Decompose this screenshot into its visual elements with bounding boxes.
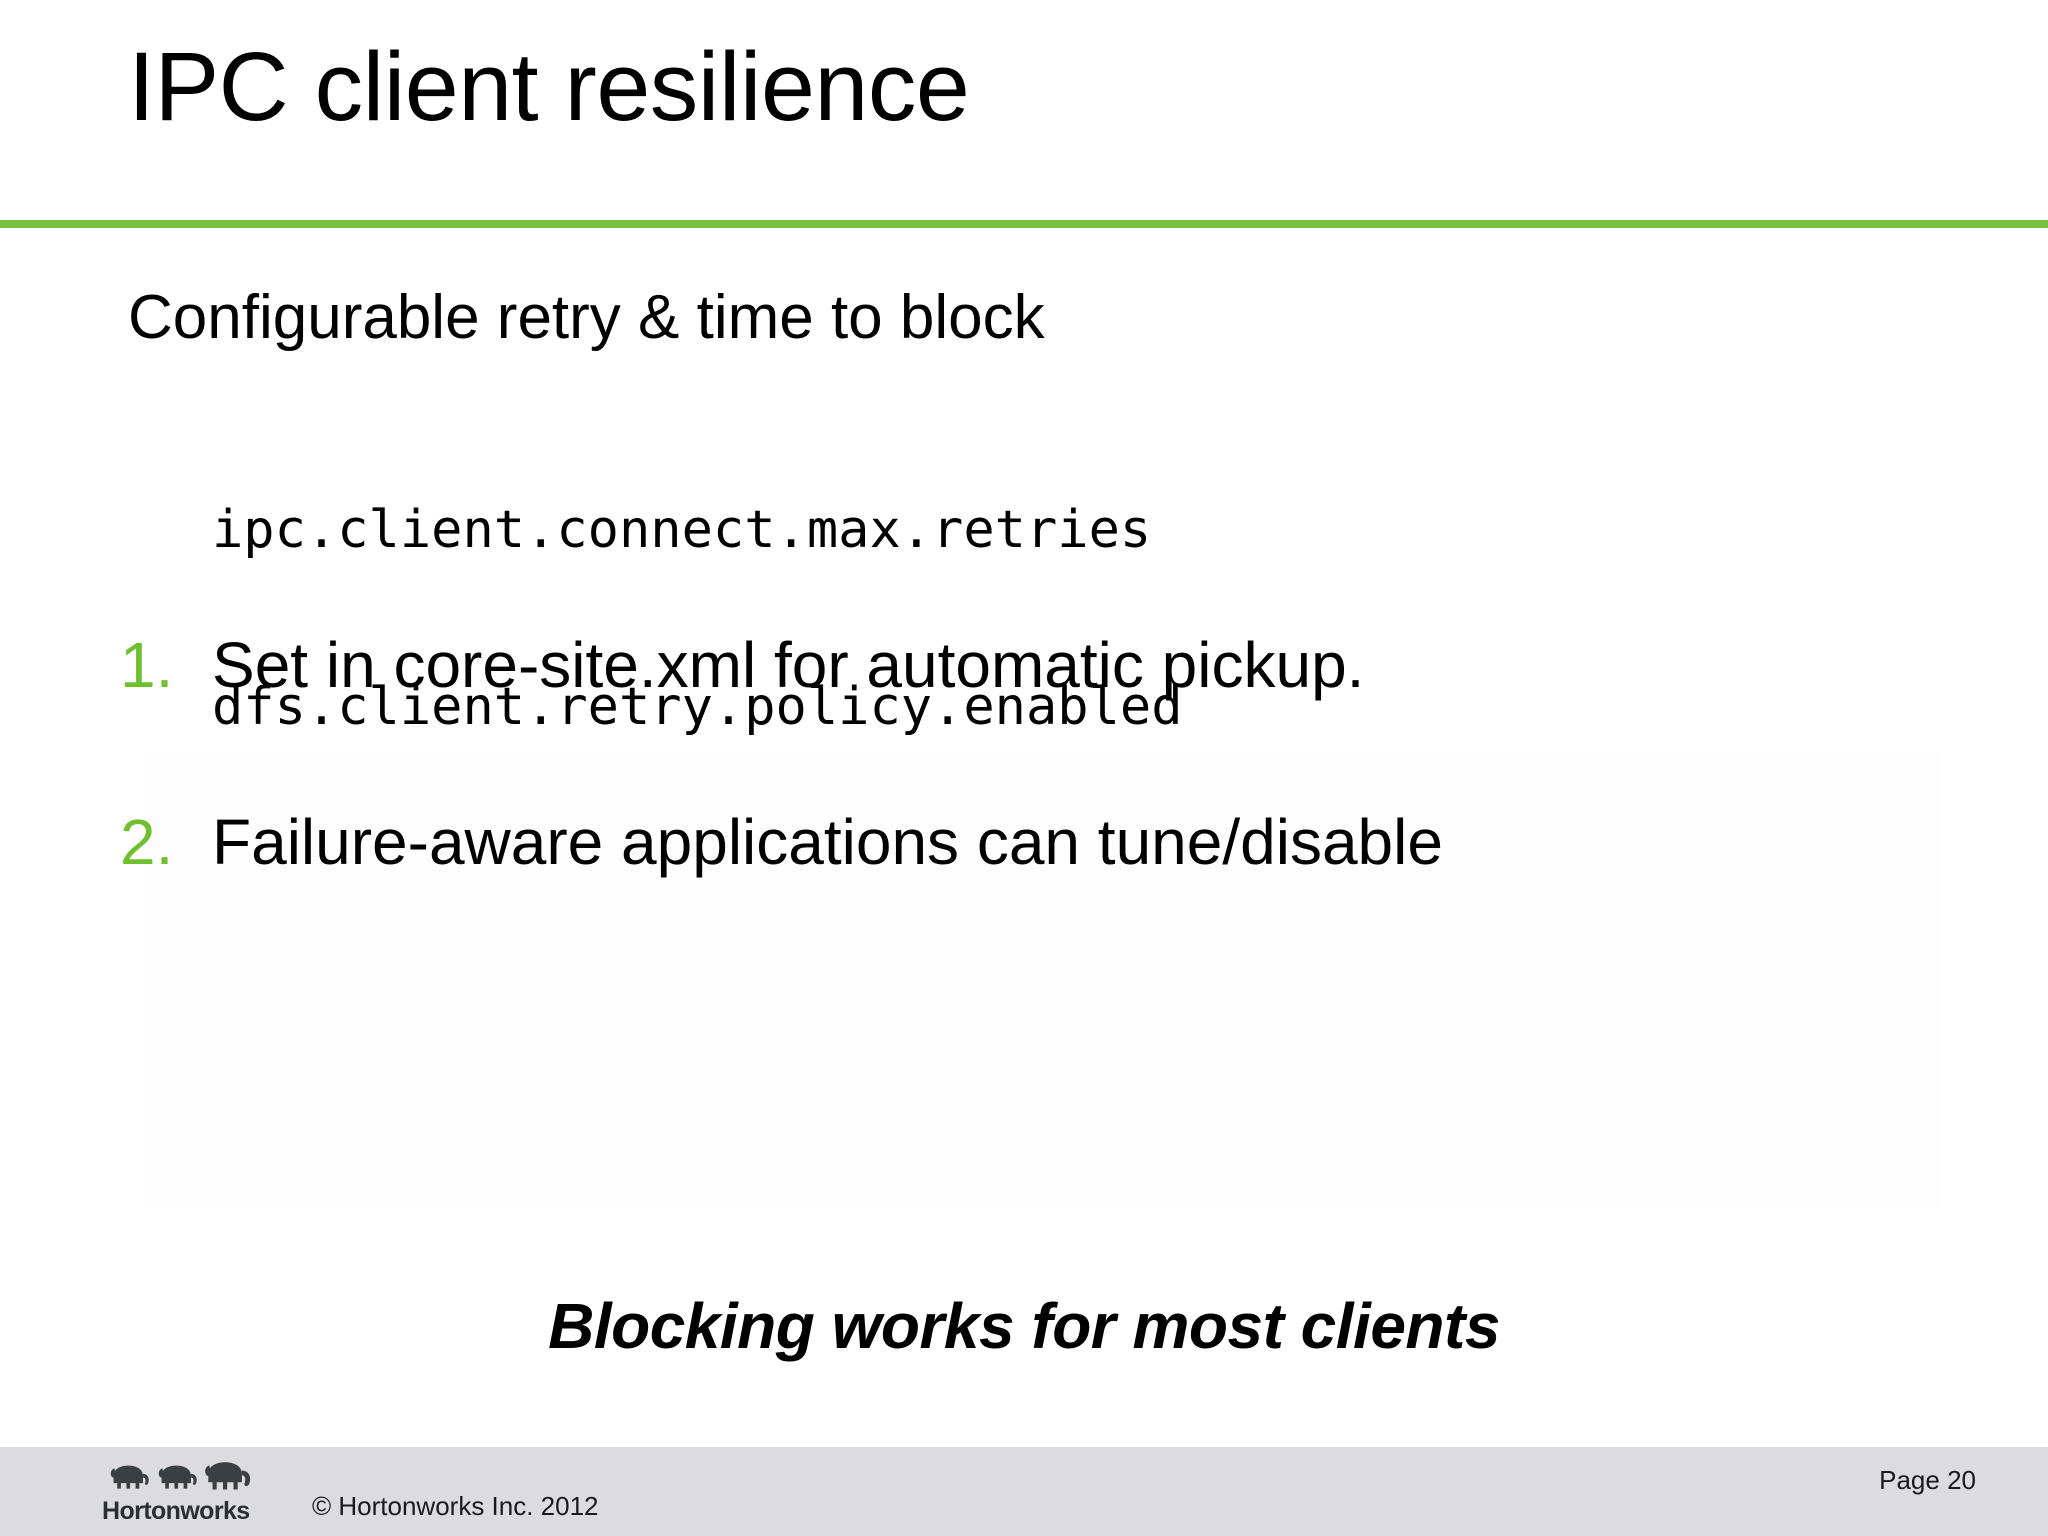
config-code-block: ipc.client.connect.max.retries dfs.clien… [212,382,1183,856]
slide-footer: Hortonworks © Hortonworks Inc. 2012 Page… [0,1447,2048,1536]
list-item-marker: 1. [120,629,174,701]
list-item-marker: 2. [120,806,174,879]
title-divider [0,220,2048,228]
svg-text:Hortonworks: Hortonworks [102,1497,250,1525]
config-key-line: ipc.client.connect.max.retries [212,499,1152,560]
list-item-label: Set in core-site.xml for automatic picku… [212,629,1365,701]
slide-body: Configurable retry & time to block ipc.c… [0,236,2048,1447]
hortonworks-logo-icon: Hortonworks [100,1455,268,1527]
lead-text: Configurable retry & time to block [128,283,1045,352]
list-item: 2. Failure-aware applications can tune/d… [120,806,1970,879]
config-key-line: dfs.client.retry.policy.enabled [212,677,1183,738]
list-item-label: Failure-aware applications can tune/disa… [212,806,1443,879]
numbered-list: 1. Set in core-site.xml for automatic pi… [120,629,1970,986]
list-item: 1. Set in core-site.xml for automatic pi… [120,629,1970,701]
copyright-text: © Hortonworks Inc. 2012 [312,1491,599,1521]
page-title: IPC client resilience [128,32,970,141]
closing-statement: Blocking works for most clients [548,1290,1500,1362]
page-number: Page 20 [1879,1465,1976,1495]
